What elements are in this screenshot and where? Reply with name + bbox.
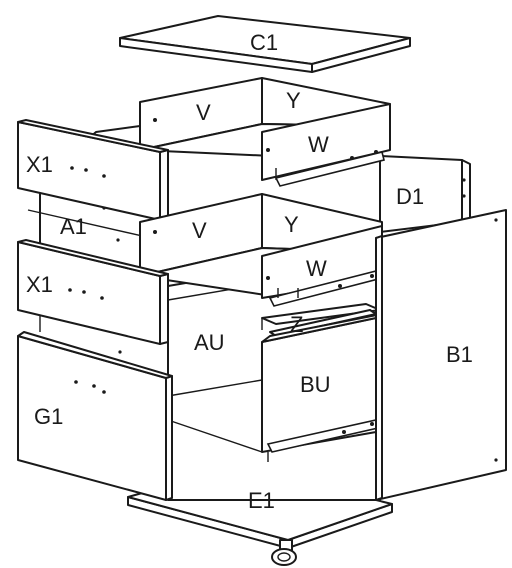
- upper-drawer-box: [139, 77, 391, 187]
- lower-drawer-box: [261, 303, 383, 462]
- label-w-mid: W: [306, 256, 327, 281]
- label-y-mid: Y: [284, 212, 299, 237]
- label-au: AU: [194, 330, 225, 355]
- side-panel-b1: [375, 209, 507, 501]
- drawer-front-x1-top: [17, 119, 169, 221]
- label-a1: A1: [60, 214, 87, 239]
- top-panel-c1: [119, 15, 411, 73]
- label-x1-top: X1: [26, 152, 53, 177]
- label-z: Z: [290, 312, 303, 337]
- label-v-top: V: [196, 100, 211, 125]
- label-b1: B1: [446, 342, 473, 367]
- label-y-top: Y: [286, 88, 301, 113]
- door-panel-g1: [17, 331, 173, 501]
- label-d1: D1: [396, 184, 424, 209]
- middle-drawer-box: [139, 193, 383, 307]
- label-g1: G1: [34, 404, 63, 429]
- drawer-front-x1-middle: [17, 239, 169, 345]
- label-x1-mid: X1: [26, 272, 53, 297]
- label-e1: E1: [248, 488, 275, 513]
- label-w-top: W: [308, 132, 329, 157]
- label-v-mid: V: [192, 218, 207, 243]
- label-bu: BU: [300, 372, 331, 397]
- label-c1: C1: [250, 30, 278, 55]
